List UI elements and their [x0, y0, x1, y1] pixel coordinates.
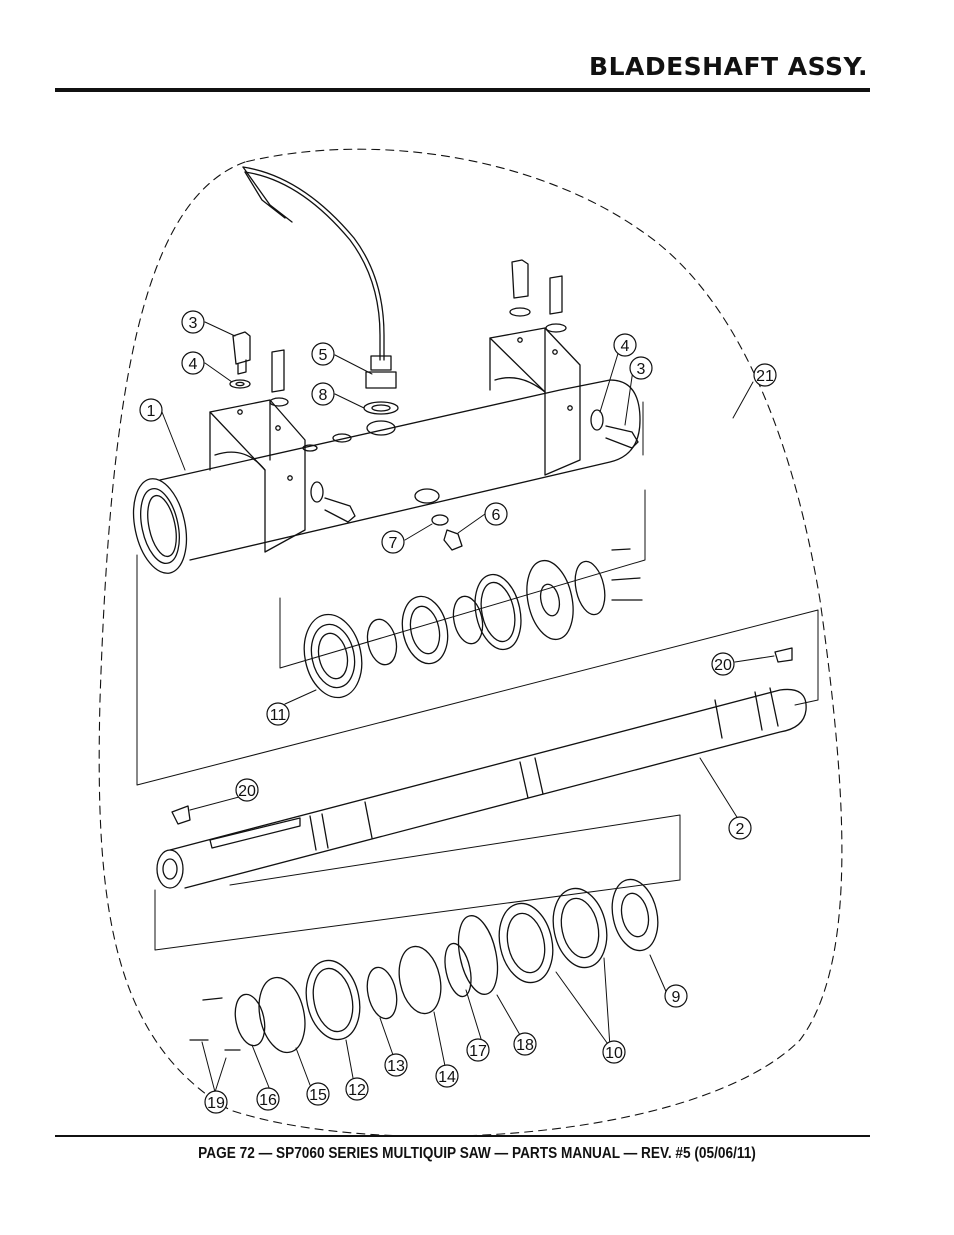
callout-5: 5 [319, 347, 328, 364]
leader-lines [161, 321, 775, 1093]
footer-rule [55, 1135, 870, 1137]
bladeshaft [156, 647, 807, 889]
kit-boundary [98, 148, 843, 1137]
callout-17: 17 [469, 1043, 487, 1060]
housing-group-panel [136, 554, 819, 786]
callout-20-left: 20 [238, 783, 256, 800]
callout-1: 1 [147, 403, 156, 420]
bolts-and-washers [229, 259, 639, 523]
callout-2: 2 [736, 821, 745, 838]
callout-7: 7 [389, 535, 398, 552]
callout-3-right: 3 [637, 361, 646, 378]
callout-4-right: 4 [621, 338, 630, 355]
callout-12: 12 [348, 1082, 366, 1099]
page-title: BLADESHAFT ASSY. [589, 52, 868, 81]
upper-bearing-set [303, 548, 643, 699]
callout-16: 16 [259, 1092, 277, 1109]
callout-19: 19 [207, 1095, 225, 1112]
callout-circles [139, 310, 777, 1114]
header-rule [55, 88, 870, 92]
lower-bearing-panel [154, 814, 681, 951]
callout-4-left: 4 [189, 356, 198, 373]
shaft-sensor [242, 166, 399, 436]
callout-9: 9 [672, 989, 681, 1006]
callout-6: 6 [492, 507, 501, 524]
callout-14: 14 [438, 1069, 456, 1086]
callout-21: 21 [756, 368, 774, 385]
page-footer: PAGE 72 — SP7060 SERIES MULTIQUIP SAW — … [198, 1145, 756, 1162]
callout-labels: 1 2 3 3 4 4 5 6 7 8 9 10 11 12 13 14 15 … [147, 315, 774, 1112]
callout-8: 8 [319, 387, 328, 404]
bladeshaft-housing [132, 327, 641, 574]
callout-18: 18 [516, 1037, 534, 1054]
grease-fitting [414, 488, 463, 551]
callout-15: 15 [309, 1087, 327, 1104]
callout-3-left: 3 [189, 315, 198, 332]
upper-bearing-panel [279, 489, 646, 669]
lower-bearing-set [189, 878, 659, 1054]
callout-11: 11 [270, 707, 287, 724]
callout-20-right: 20 [714, 657, 732, 674]
callout-10: 10 [605, 1045, 623, 1062]
callout-13: 13 [387, 1058, 405, 1075]
